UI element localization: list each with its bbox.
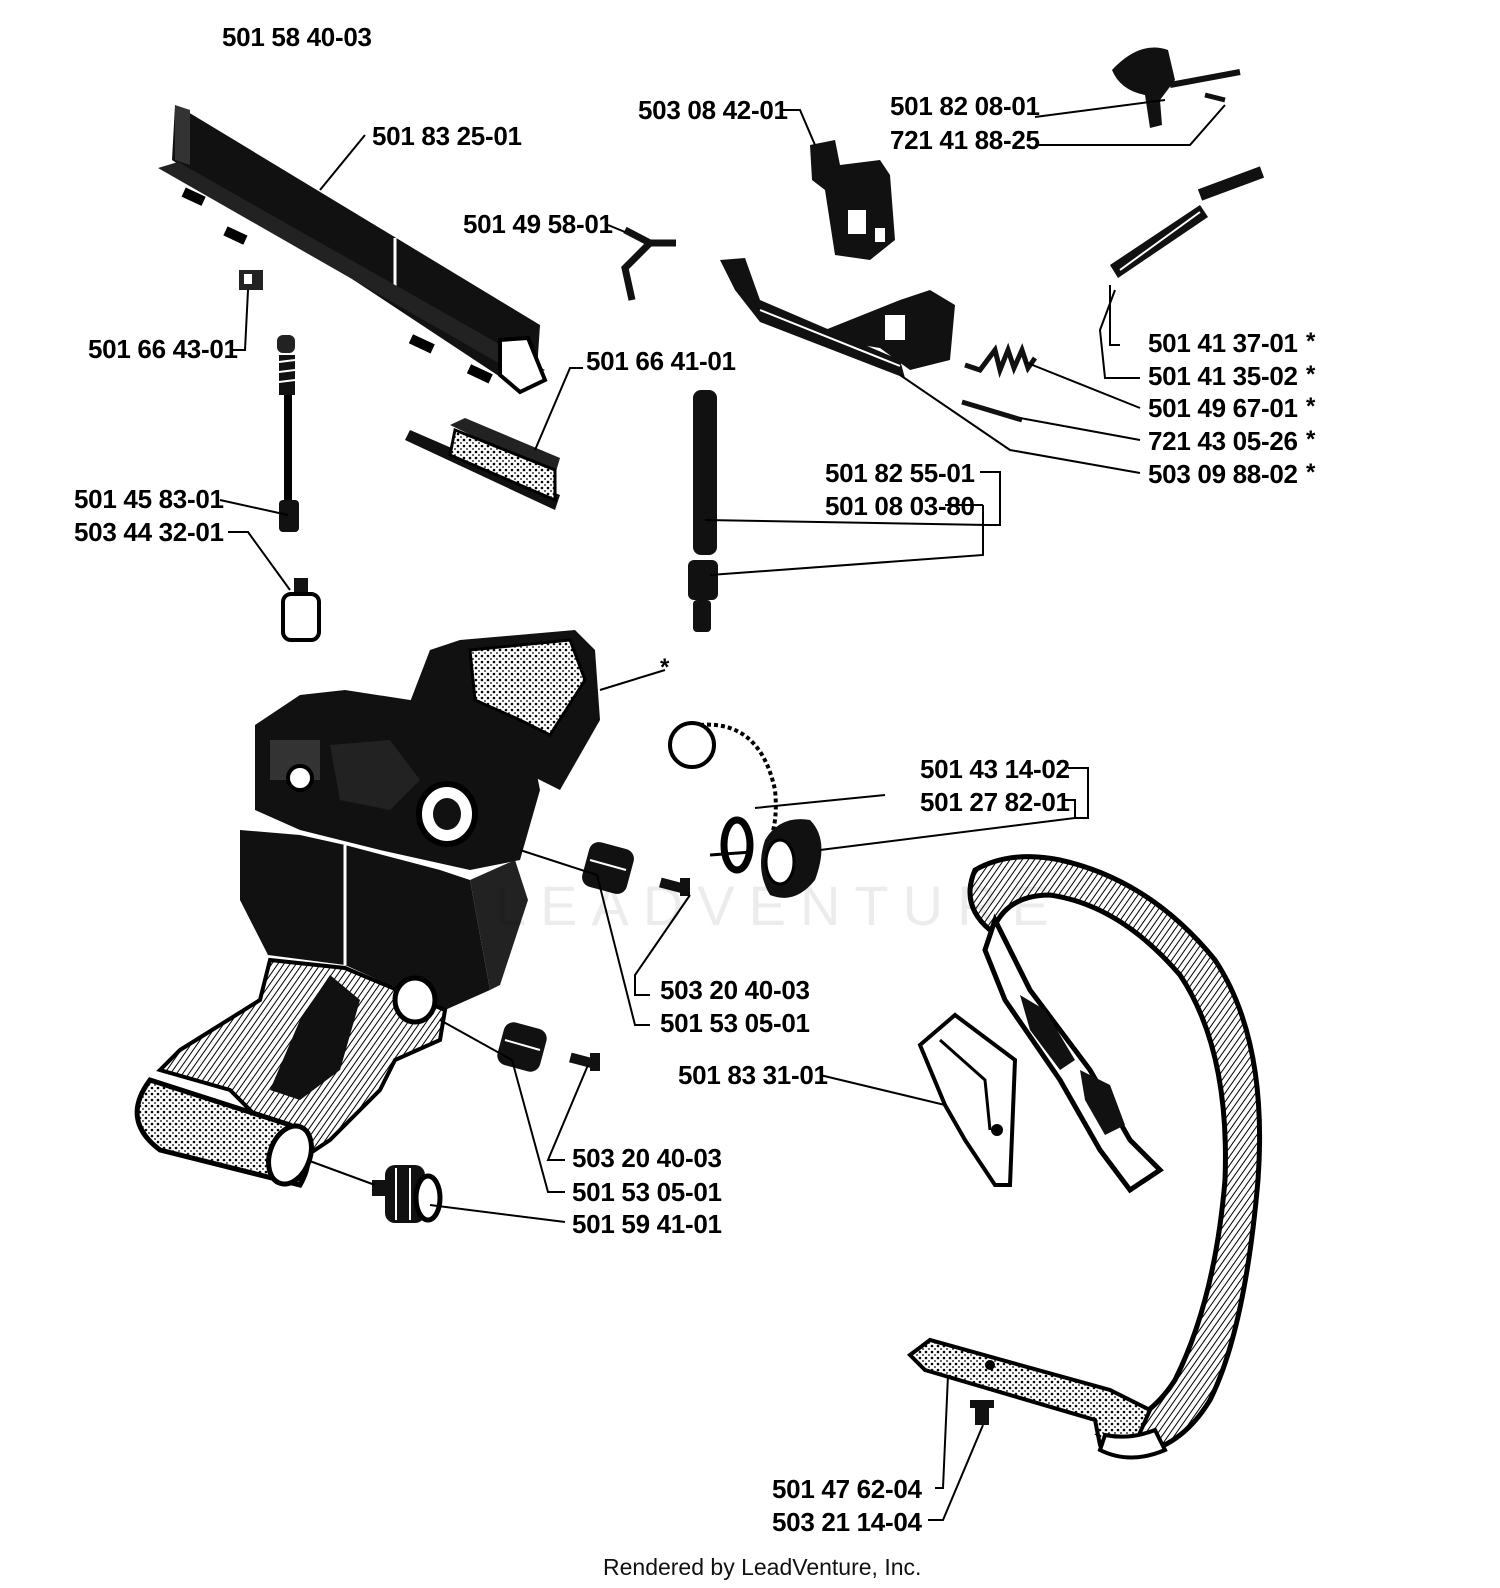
part-label[interactable]: 501 83 31-01 [678,1060,828,1090]
asterisk-marker: * [660,654,670,681]
throttle-rod-part [1110,166,1265,278]
part-label[interactable]: 501 08 03-80 [825,491,975,521]
rendered-by-credit: Rendered by LeadVenture, Inc. [603,1554,922,1580]
asterisk-marker: * [1306,361,1316,388]
asterisk-marker: * [1306,459,1316,486]
part-label[interactable]: 501 49 67-01 [1148,393,1298,423]
part-label[interactable]: 501 66 43-01 [88,334,238,364]
screw-upper-part [659,877,690,896]
damper-lower-part [497,1022,547,1072]
part-label[interactable]: 501 83 25-01 [372,121,522,151]
part-label[interactable]: 501 45 83-01 [74,484,224,514]
part-label[interactable]: 501 49 58-01 [463,209,613,239]
cover-plate-part [158,105,548,395]
part-label[interactable]: 503 20 40-03 [572,1143,722,1173]
bracket-part [720,258,955,378]
part-label[interactable]: 501 53 05-01 [660,1008,810,1038]
part-label[interactable]: 501 41 37-01 [1148,328,1298,358]
part-label[interactable]: 501 66 41-01 [586,346,736,376]
part-label[interactable]: 503 21 14-04 [772,1507,922,1537]
leader-lines [219,99,1226,1521]
assembly-number: 501 58 40-03 [222,22,372,52]
watermark-text: LEADVENTURE [495,874,1063,937]
handle-bracket-part [917,1012,1018,1187]
part-label[interactable]: 501 47 62-04 [772,1474,922,1504]
part-label[interactable]: 503 08 42-01 [638,95,788,125]
part-label[interactable]: 721 41 88-25 [890,125,1040,155]
part-label[interactable]: 501 82 55-01 [825,458,975,488]
part-label[interactable]: 501 82 08-01 [890,91,1040,121]
tank-cap-part [668,721,822,898]
throttle-lock-part [810,140,895,260]
part-label[interactable]: 721 43 05-26 [1148,426,1298,456]
front-handle-part [906,854,1263,1460]
pin-part [961,399,1023,423]
part-label[interactable]: 503 09 88-02 [1148,459,1298,489]
part-label[interactable]: 501 53 05-01 [572,1177,722,1207]
part-label[interactable]: 501 41 35-02 [1148,361,1298,391]
damper-upper-part [582,842,634,894]
asterisk-marker: * [1306,393,1316,420]
part-label[interactable]: 501 43 14-02 [920,754,1070,784]
part-label[interactable]: 501 59 41-01 [572,1209,722,1239]
adjuster-screw-part [277,335,299,532]
trigger-part [1112,47,1241,128]
tank-housing-part [134,630,600,1188]
part-label[interactable]: 501 27 82-01 [920,787,1070,817]
asterisk-marker: * [1306,328,1316,355]
asterisk-marker: * [1306,426,1316,453]
spring-part [964,342,1038,379]
front-damper-part [372,1165,443,1223]
part-label[interactable]: 503 44 32-01 [74,517,224,547]
part-label[interactable]: 503 20 40-03 [660,975,810,1005]
nut-part [281,578,321,642]
screw-lower-part [569,1052,600,1071]
long-bolt-part [688,390,718,632]
pad-part [405,418,560,510]
